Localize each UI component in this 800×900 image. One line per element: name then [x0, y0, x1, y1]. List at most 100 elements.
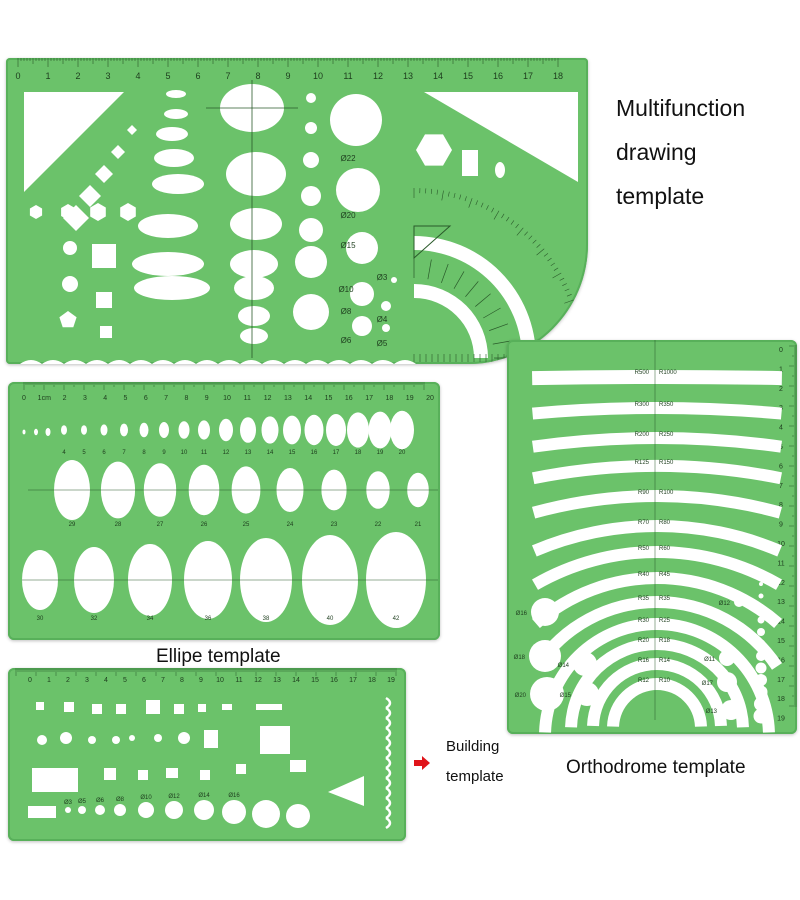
zigzag-edge — [385, 786, 392, 800]
ruler-number: 0 — [28, 677, 32, 684]
ruler-number: 15 — [325, 395, 333, 402]
orthodrome-template-plate: 012345678910111213141516171819R500R1000R… — [507, 340, 797, 734]
ruler-number: 6 — [142, 677, 146, 684]
diamond-hole — [127, 125, 137, 135]
ellipse-size-label: 17 — [333, 450, 340, 456]
small-circle-hole — [754, 697, 768, 711]
circle-hole — [529, 640, 561, 672]
wavy-edge — [64, 360, 86, 364]
radius-label-left: R300 — [635, 402, 650, 408]
zigzag-edge — [385, 816, 392, 830]
ellipse-hole — [495, 162, 505, 178]
circle-size-label: Ø16 — [228, 793, 240, 799]
square-hole — [96, 292, 112, 308]
ellipse-hole — [240, 417, 256, 443]
zigzag-edge — [385, 766, 392, 780]
circle-size-label: Ø6 — [341, 336, 352, 345]
ruler-number: 14 — [292, 677, 300, 684]
ellipse-size-label: 15 — [289, 450, 296, 456]
ellipse-hole — [154, 149, 194, 167]
orthodrome-arc-slot — [532, 402, 782, 420]
multifunction-line-2: drawing — [616, 139, 697, 165]
ruler-number: 18 — [777, 696, 785, 703]
ellipse-hole — [230, 250, 278, 278]
square-hole — [146, 700, 160, 714]
square-hole — [32, 768, 78, 792]
protractor-tick — [475, 293, 491, 307]
building-title: Building template — [446, 732, 504, 792]
ellipse-hole — [34, 428, 38, 436]
circle-size-label: Ø4 — [377, 315, 388, 324]
circle-hole — [382, 324, 390, 332]
ruler-number: 7 — [161, 677, 165, 684]
ellipse-hole — [152, 174, 204, 194]
radius-label-left: R90 — [638, 490, 650, 496]
radius-label-right: R45 — [659, 572, 671, 578]
ruler-number: 1 — [45, 71, 50, 81]
small-circle-hole — [758, 605, 764, 611]
protractor-tick — [448, 191, 450, 197]
circle-size-label: Ø8 — [341, 307, 352, 316]
ruler-number: 14 — [777, 619, 785, 626]
ruler-number: 8 — [184, 395, 188, 402]
ruler-number: 4 — [779, 425, 783, 432]
ruler-number: 0 — [779, 347, 783, 354]
small-circle-hole — [753, 708, 769, 724]
ellipse-hole — [368, 411, 392, 449]
circle-hole — [252, 800, 280, 828]
ruler-number: 2 — [66, 677, 70, 684]
radius-label-right: R35 — [659, 596, 671, 602]
ellipse-size-label: 13 — [245, 450, 252, 456]
radius-label-left: R16 — [638, 658, 650, 664]
ruler-number: 3 — [85, 677, 89, 684]
circle-hole — [346, 232, 378, 264]
ruler-number: 14 — [433, 71, 443, 81]
multifunction-title: Multifunction drawing template — [616, 86, 745, 218]
ruler-number: 11 — [343, 71, 352, 81]
square-hole — [260, 726, 290, 754]
circle-hole — [114, 804, 126, 816]
ruler-number: 10 — [223, 395, 231, 402]
circle-size-label: Ø3 — [377, 273, 388, 282]
protractor-tick — [515, 223, 519, 229]
ruler-number: 10 — [777, 541, 785, 548]
ruler-number: 16 — [493, 71, 503, 81]
orthodrome-arc-slot — [532, 490, 782, 519]
circle-hole — [60, 732, 72, 744]
protractor-tick — [572, 310, 578, 313]
red-arrow-icon — [414, 756, 430, 770]
circle-hole — [138, 802, 154, 818]
protractor-tick — [559, 277, 565, 281]
circle-size-label: Ø12 — [719, 601, 731, 607]
ruler-number: 7 — [164, 395, 168, 402]
ellipse-hole — [100, 424, 108, 436]
wavy-edge — [108, 360, 130, 364]
ellipse-size-label: 18 — [355, 450, 362, 456]
circle-size-label: Ø14 — [558, 663, 570, 669]
protractor-tick — [543, 253, 549, 257]
ruler-number: 5 — [123, 677, 127, 684]
protractor-tick — [501, 213, 505, 219]
wavy-edge — [372, 360, 394, 364]
ellipse-hole — [159, 422, 169, 438]
ruler-number: 17 — [349, 677, 357, 684]
protractor-tick — [427, 259, 432, 280]
orthodrome-arc-slot — [607, 678, 707, 727]
ellipse-size-label: 34 — [147, 616, 154, 622]
zigzag-edge — [385, 716, 392, 730]
ellipse-title: Ellipe template — [156, 646, 281, 667]
ruler-number: 11 — [235, 677, 242, 684]
zigzag-edge — [385, 746, 392, 760]
ruler-number: 6 — [195, 71, 200, 81]
ruler-number: 19 — [387, 677, 395, 684]
square-hole — [204, 730, 218, 748]
ellipse-size-label: 9 — [162, 450, 166, 456]
small-circle-hole — [754, 685, 768, 699]
ellipse-hole — [120, 423, 128, 437]
ellipse-size-label: 29 — [69, 522, 76, 528]
diamond-hole — [79, 185, 101, 207]
square-hole — [116, 704, 126, 714]
ruler-number: 15 — [463, 71, 473, 81]
ellipse-size-label: 11 — [201, 450, 208, 456]
wavy-edge — [196, 360, 218, 364]
